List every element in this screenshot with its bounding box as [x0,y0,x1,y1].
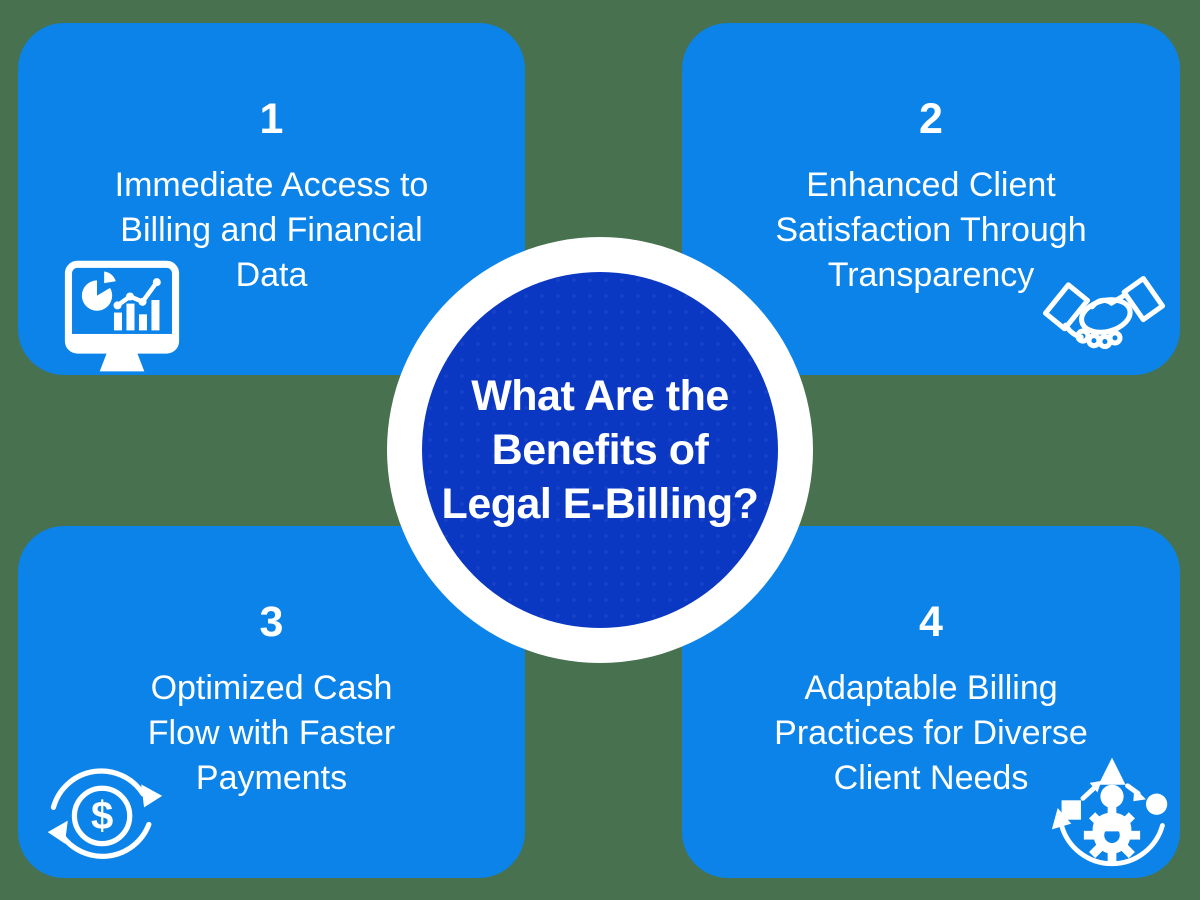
benefit-text-line: Client Needs [833,759,1029,797]
center-circle-ring: What Are the Benefits of Legal E-Billing… [387,237,813,663]
money-cycle-icon: $ [42,752,166,876]
benefit-text-line: Enhanced Client [806,166,1056,204]
center-circle: What Are the Benefits of Legal E-Billing… [422,272,778,628]
benefit-text-3: Optimized Cash Flow with Faster Payments [18,666,525,801]
benefit-text-line: Adaptable Billing [804,669,1058,707]
benefit-text-4: Adaptable Billing Practices for Diverse … [682,666,1180,801]
benefit-text-1: Immediate Access to Billing and Financia… [18,163,525,298]
benefit-text-2: Enhanced Client Satisfaction Through Tra… [682,163,1180,298]
infographic-title: What Are the Benefits of Legal E-Billing… [442,369,759,531]
title-line: What Are the [471,372,729,420]
benefit-text-line: Payments [195,759,348,797]
handshake-icon [1040,273,1168,369]
title-line: Benefits of [491,426,709,474]
svg-text:$: $ [91,794,113,838]
benefit-text-line: Billing and Financial [120,211,423,249]
benefit-text-line: Transparency [827,256,1035,294]
benefit-text-line: Flow with Faster [147,714,396,752]
title-line: Legal E-Billing? [441,480,759,528]
monitor-analytics-icon [64,259,180,375]
benefit-number-2: 2 [919,95,943,143]
benefit-number-3: 3 [259,598,284,646]
benefit-text-line: Immediate Access to [114,166,429,204]
benefit-text-line: Optimized Cash [150,669,393,707]
benefit-card-1: 1 Immediate Access to Billing and Financ… [18,23,525,375]
benefit-text-line: Practices for Diverse [774,714,1088,752]
benefit-number-1: 1 [259,95,284,143]
benefit-text-line: Satisfaction Through [775,211,1087,249]
adaptability-icon [1048,746,1176,874]
benefit-text-line: Data [235,256,308,294]
benefit-number-4: 4 [919,598,943,646]
